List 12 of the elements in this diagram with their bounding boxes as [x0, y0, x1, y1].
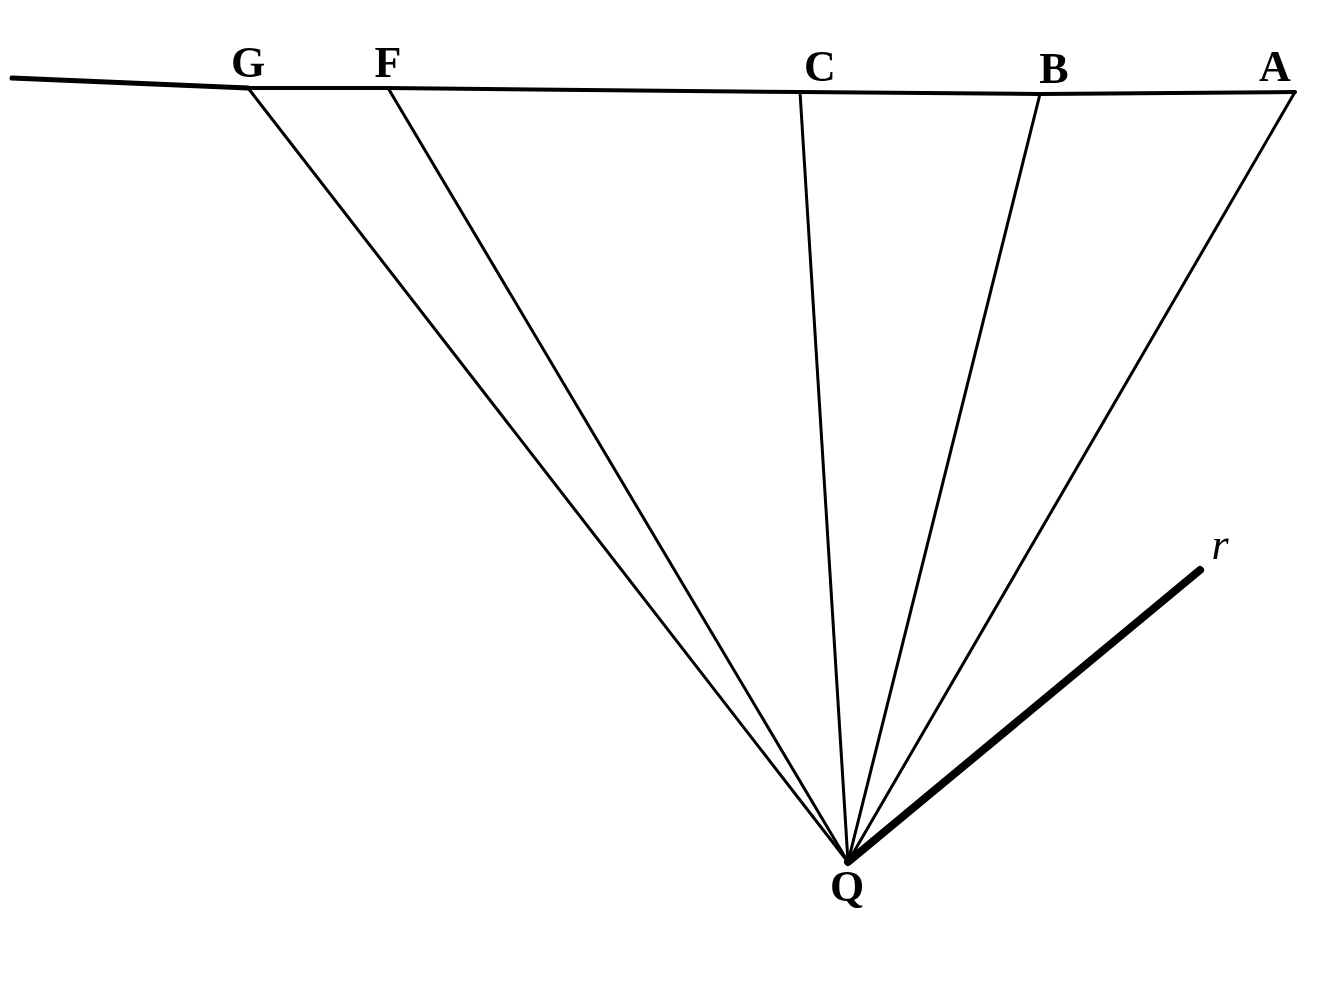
point-label: r [1200, 520, 1240, 570]
point-label: F [366, 38, 410, 88]
point-label: Q [822, 862, 872, 918]
line-segment [246, 86, 390, 90]
point-label: C [798, 42, 842, 92]
point-label: G [226, 38, 270, 88]
point-label: B [1032, 44, 1076, 94]
line-segment [1038, 90, 1297, 96]
line-segment [9, 75, 251, 91]
line-segment [386, 86, 802, 94]
point-label: A [1250, 42, 1300, 92]
line-segment [844, 566, 1204, 866]
